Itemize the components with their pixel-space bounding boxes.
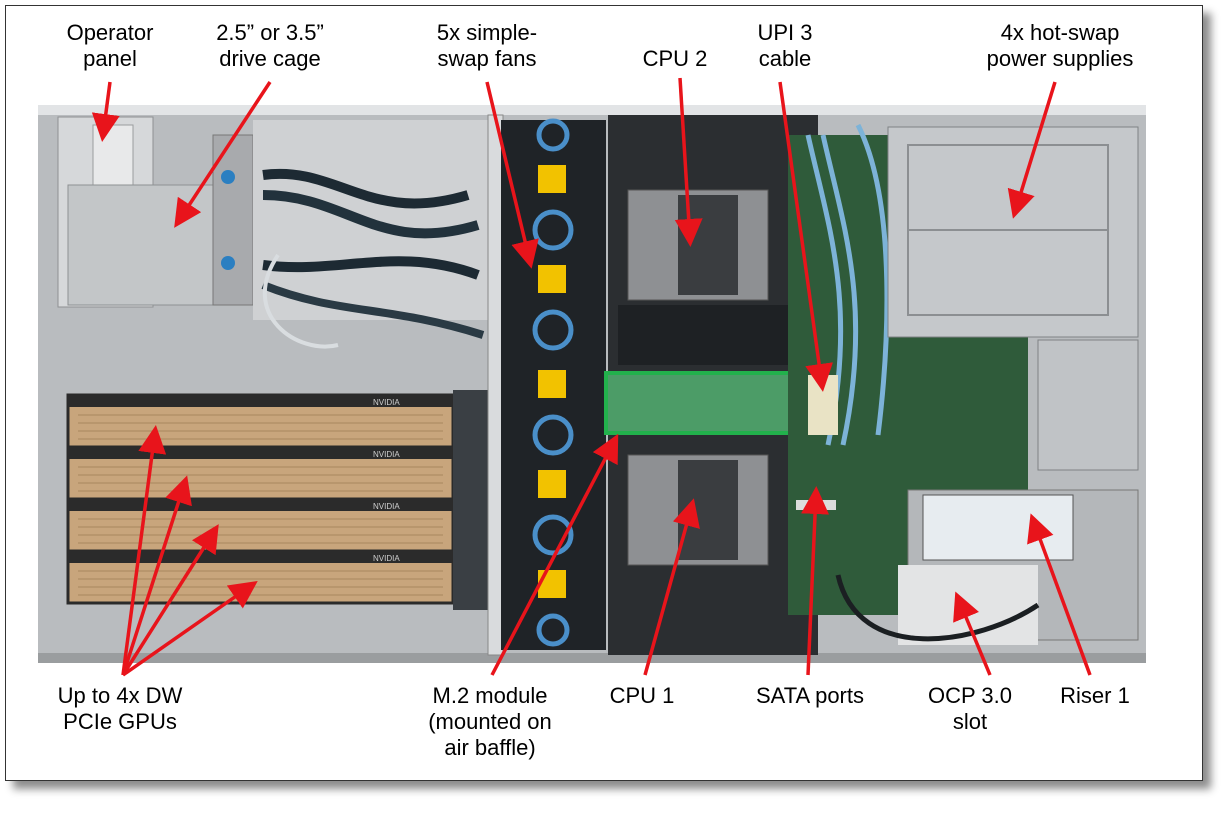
gpu-cards: NVIDIA NVIDIA NVIDIA NVIDIA	[66, 393, 455, 605]
label-sata-ports: SATA ports	[755, 683, 864, 708]
label-fans: 5x simple-swap fans	[436, 20, 538, 71]
label-cpu1: CPU 1	[609, 683, 675, 708]
m2-module-highlight	[604, 371, 808, 435]
drive-cage-box	[67, 184, 219, 306]
server-photo: NVIDIA NVIDIA NVIDIA NVIDIA	[38, 105, 1146, 663]
gpu-brand-2: NVIDIA	[373, 450, 400, 459]
gpu-brand-4: NVIDIA	[373, 554, 400, 563]
gpu-brand-1: NVIDIA	[373, 398, 400, 407]
gpu-brand-3: NVIDIA	[373, 502, 400, 511]
label-riser1: Riser 1	[1060, 683, 1130, 708]
label-cpu2: CPU 2	[642, 46, 708, 71]
sata-connector	[796, 500, 836, 510]
fan-stack	[501, 118, 606, 650]
label-drive-cage: 2.5” or 3.5”drive cage	[216, 20, 324, 71]
psu-cage	[887, 126, 1139, 338]
